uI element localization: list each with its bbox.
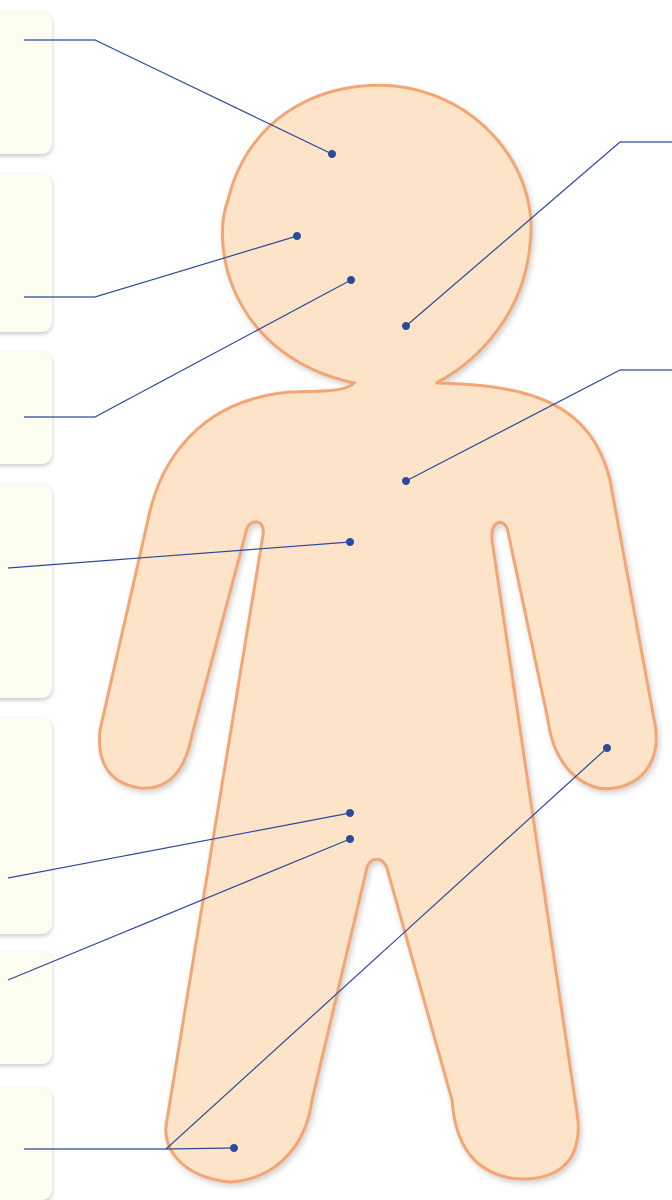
leader-3-dot <box>347 276 355 284</box>
leader-5-dot <box>346 809 354 817</box>
leader-6-dot <box>346 835 354 843</box>
leader-2-dot <box>293 232 301 240</box>
leader-7-line <box>24 1148 234 1149</box>
leader-9-dot <box>402 322 410 330</box>
leader-1-dot <box>328 150 336 158</box>
leader-10-dot <box>402 477 410 485</box>
body-silhouette <box>99 85 656 1182</box>
leader-4-dot <box>346 538 354 546</box>
leader-8-dot <box>603 744 611 752</box>
leader-7-dot <box>230 1144 238 1152</box>
